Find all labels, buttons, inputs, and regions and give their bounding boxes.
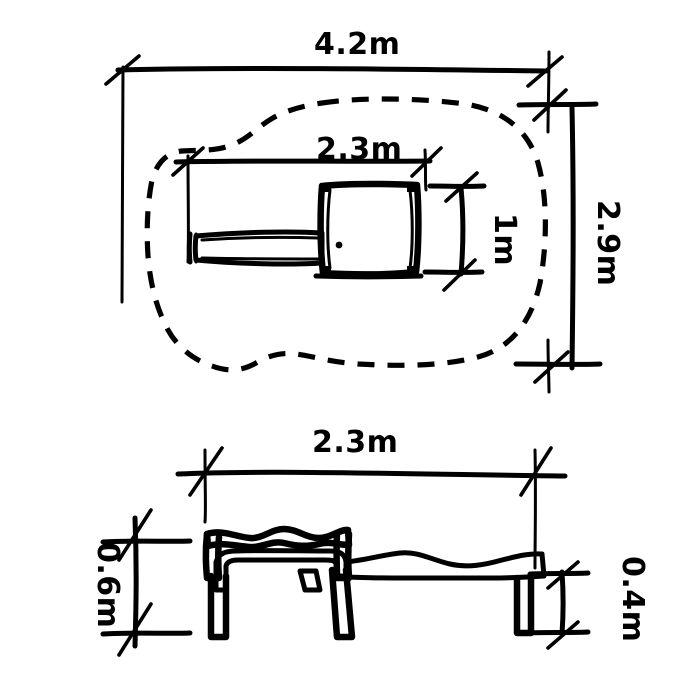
head-corner-br — [407, 266, 418, 275]
pivot-dot — [335, 241, 343, 249]
ext-line-right-bottom — [546, 338, 551, 394]
tick-seat-height-bottom — [546, 620, 580, 650]
lounger-base-line — [313, 273, 424, 280]
dimension-plan-object-width — [422, 185, 485, 292]
dimension-overall-depth — [513, 105, 603, 394]
label-plan-depth: 2.9m — [590, 200, 625, 286]
leg-mid — [328, 566, 356, 641]
lounger-plan — [186, 180, 424, 280]
tick-right-width — [526, 55, 564, 88]
head-corner-tr — [407, 183, 418, 192]
ext-line-right-top — [546, 50, 551, 134]
ext-line-plan-right — [423, 148, 428, 192]
head-corner-tl — [320, 183, 331, 192]
label-elev-back-height: 0.6m — [90, 542, 125, 628]
dim-line-overall-depth — [569, 105, 576, 371]
label-plan-object-width: 1m — [487, 213, 522, 266]
dimension-overall-width — [104, 50, 599, 304]
tick-elev-length-left — [188, 446, 224, 497]
ext-line-back-height-top — [100, 538, 193, 545]
tick-depth-bottom — [533, 350, 570, 384]
leg-rest-wave-surface — [343, 550, 547, 581]
ext-line-back-height-bottom — [100, 630, 193, 637]
leg-rear-right — [513, 572, 535, 637]
leg-rest-end-cap — [186, 231, 193, 265]
clearance-outline-dashed — [144, 96, 548, 373]
backrest-top-wave — [203, 525, 353, 551]
dimension-elev-length — [175, 446, 568, 570]
head-panel-rail-left — [326, 188, 332, 270]
ext-line-seat-height-top — [527, 570, 591, 577]
tick-plan-length-right — [410, 146, 443, 178]
dim-line-elev-length — [175, 469, 568, 479]
tick-seat-height-top — [546, 560, 580, 590]
lounger-head-panel — [317, 180, 422, 278]
head-corner-bl — [320, 266, 331, 275]
plan-view — [104, 50, 603, 394]
leg-front-left — [207, 572, 230, 641]
elevation-view — [100, 446, 591, 657]
leg-connector-block — [297, 568, 323, 593]
tick-width-bottom — [442, 258, 477, 292]
label-elev-length: 2.3m — [312, 425, 398, 460]
dim-line-plan-width — [458, 185, 466, 277]
label-plan-object-length: 2.3m — [316, 132, 402, 167]
dim-line-depth-top — [516, 101, 599, 108]
leg-rest-inner-line-top — [200, 235, 320, 242]
label-plan-width: 4.2m — [314, 27, 400, 62]
dim-line-plan-length — [173, 158, 433, 165]
head-panel-rail-right — [408, 188, 414, 270]
seat-frame-bar — [213, 548, 349, 593]
dim-line-overall-width — [115, 65, 549, 74]
leg-rest-inner-line-bottom — [200, 256, 320, 261]
dimension-elev-back-height — [100, 508, 193, 657]
dim-line-seat-height — [559, 569, 566, 637]
tick-back-height-top — [117, 508, 153, 562]
ext-line-left — [120, 65, 125, 304]
tick-depth-top — [532, 88, 568, 122]
lounger-elevation — [202, 525, 547, 641]
tick-back-height-bottom — [117, 602, 153, 657]
tick-plan-length-left — [171, 146, 205, 177]
label-elev-seat-height: 0.4m — [615, 556, 650, 642]
leg-rest-end-cap-inner — [193, 232, 198, 264]
tick-elev-length-right — [519, 446, 553, 497]
tick-left-width — [104, 54, 141, 86]
